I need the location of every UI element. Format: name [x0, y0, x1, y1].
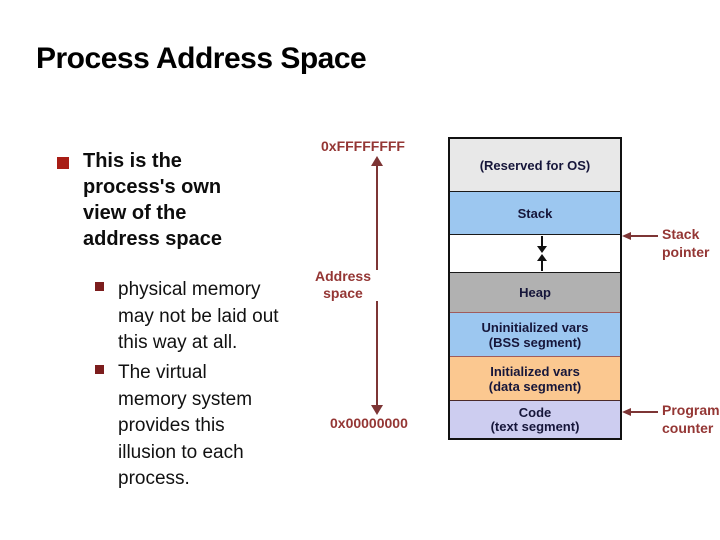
sub-bullet-line: process. [118, 468, 190, 489]
stack-pointer-arrow-icon [631, 235, 658, 237]
segment-label: Initialized vars [490, 363, 580, 379]
down-arrow-icon [376, 301, 378, 405]
sub-bullet-line: provides this [118, 415, 225, 436]
segment-label: Heap [519, 285, 551, 300]
main-bullet-square-icon [57, 157, 69, 169]
stack-pointer-label: Stack pointer [662, 226, 709, 261]
segment-label: (BSS segment) [488, 334, 582, 350]
memory-map-diagram: (Reserved for OS) Stack Heap Uninitializ… [448, 137, 622, 440]
main-bullet-text: This is the process's own view of the ad… [83, 148, 222, 252]
main-bullet-line: process's own [83, 176, 222, 198]
memory-segment-growth-gap [450, 235, 620, 273]
main-bullet-line: view of the [83, 202, 187, 224]
heap-grows-up-arrow-icon [541, 261, 543, 271]
bottom-address-label: 0x00000000 [330, 415, 408, 431]
top-address-label: 0xFFFFFFFF [321, 138, 405, 154]
program-counter-arrowhead-icon [622, 408, 631, 416]
segment-label: Stack [517, 205, 553, 221]
memory-segment-reserved-os: (Reserved for OS) [450, 139, 620, 192]
sub-bullet-line: may not be laid out [118, 305, 279, 327]
memory-segment-stack: Stack [450, 192, 620, 235]
address-space-label-line: Address [314, 268, 372, 284]
segment-label: (Reserved for OS) [479, 157, 591, 173]
sub-bullet-square-icon [95, 282, 104, 291]
memory-segment-data: Initialized vars (data segment) [450, 357, 620, 401]
sub-bullet-text-physical-memory: physical memory may not be laid out this… [118, 277, 279, 357]
main-bullet-line: This is the [83, 150, 182, 172]
up-arrow-icon [376, 165, 378, 270]
stack-pointer-label-line: pointer [662, 243, 710, 260]
main-bullet-line: address space [83, 228, 222, 250]
program-counter-label: Program counter [662, 402, 720, 437]
up-arrow-head-icon [371, 156, 383, 166]
stack-pointer-arrowhead-icon [622, 232, 631, 240]
sub-bullet-line: memory system [118, 388, 253, 410]
sub-bullet-line: physical memory [118, 279, 261, 300]
address-space-label: Address space [303, 268, 383, 302]
sub-bullet-square-icon [95, 365, 104, 374]
sub-bullet-line: this way at all. [118, 332, 238, 353]
program-counter-arrow-icon [631, 411, 658, 413]
sub-bullet-text-virtual-memory: The virtual memory system provides this … [118, 360, 252, 493]
down-arrow-head-icon [371, 405, 383, 415]
address-space-label-line: space [323, 285, 363, 301]
heap-grows-up-arrowhead-icon [537, 254, 547, 261]
segment-label: Code [518, 404, 552, 420]
memory-segment-heap: Heap [450, 273, 620, 313]
page-title: Process Address Space [36, 42, 367, 75]
stack-pointer-label-line: Stack [662, 226, 700, 242]
segment-label: (text segment) [490, 418, 580, 434]
memory-segment-bss: Uninitialized vars (BSS segment) [450, 313, 620, 357]
segment-label: (data segment) [488, 378, 582, 394]
sub-bullet-line: The virtual [118, 362, 207, 383]
stack-grows-down-arrow-icon [541, 236, 543, 246]
program-counter-label-line: Program [662, 402, 720, 418]
memory-segment-code: Code (text segment) [450, 401, 620, 438]
program-counter-label-line: counter [662, 419, 714, 436]
stack-grows-down-arrowhead-icon [537, 246, 547, 253]
segment-label: Uninitialized vars [481, 319, 589, 335]
sub-bullet-line: illusion to each [118, 441, 244, 463]
